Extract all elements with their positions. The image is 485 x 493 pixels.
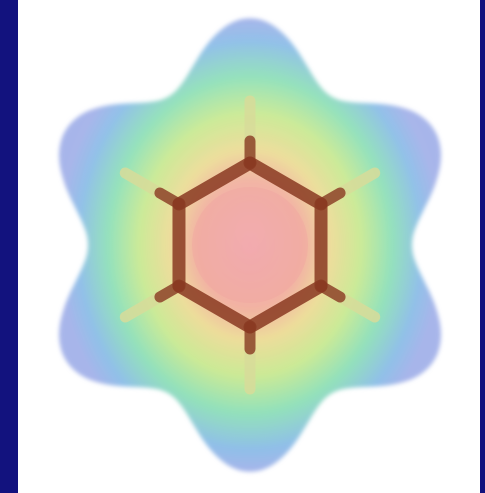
surface-highlight (50, 20, 450, 470)
benzene-esp-render (50, 18, 450, 472)
electrostatic-surface (50, 18, 450, 472)
ring-core-glow (192, 187, 308, 303)
carbon-bond-3 (243, 279, 328, 334)
carbon-bond-1 (243, 156, 328, 211)
carbon-bond-4 (172, 279, 257, 334)
carbon-ring (172, 156, 328, 334)
left-border-strip (0, 0, 18, 493)
ring-core (192, 187, 308, 303)
carbon-bond-6 (172, 156, 257, 211)
image-panel (18, 0, 480, 493)
right-border-strip (480, 0, 485, 493)
